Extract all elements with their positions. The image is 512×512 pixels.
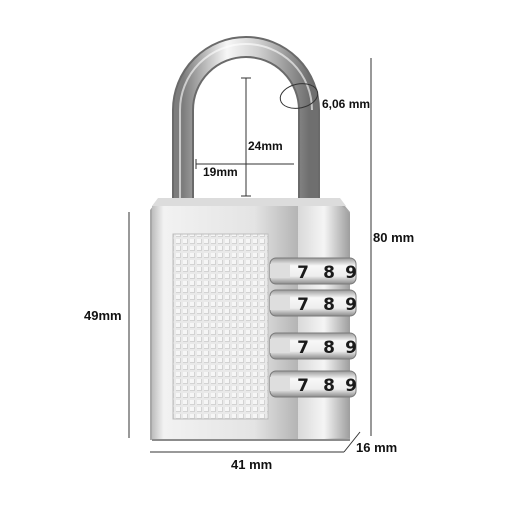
shackle — [172, 36, 320, 205]
texture-panel — [172, 233, 269, 420]
dial-digit: 9 — [345, 295, 357, 315]
dial-digit: 8 — [323, 295, 335, 315]
body-width-label: 41 mm — [231, 457, 272, 472]
dial-digit: 8 — [323, 263, 335, 283]
dial-digit: 9 — [345, 338, 357, 358]
dial-digit: 9 — [345, 376, 357, 396]
wire-diameter-label: 6,06 mm — [322, 97, 370, 111]
lock-body — [150, 198, 350, 441]
dial-digit: 7 — [297, 338, 309, 358]
dimension-lines — [128, 58, 372, 453]
dial-digit: 8 — [323, 376, 335, 396]
dial-digit: 7 — [297, 376, 309, 396]
dial-digit: 8 — [323, 338, 335, 358]
total-height-label: 80 mm — [373, 230, 414, 245]
shackle-height-label: 24mm — [248, 139, 283, 153]
dial-digit: 7 — [297, 263, 309, 283]
shackle-width-label: 19mm — [203, 165, 238, 179]
dial-digit: 7 — [297, 295, 309, 315]
dial-digit: 9 — [345, 263, 357, 283]
body-height-label: 49mm — [84, 308, 122, 323]
depth-label: 16 mm — [356, 440, 397, 455]
